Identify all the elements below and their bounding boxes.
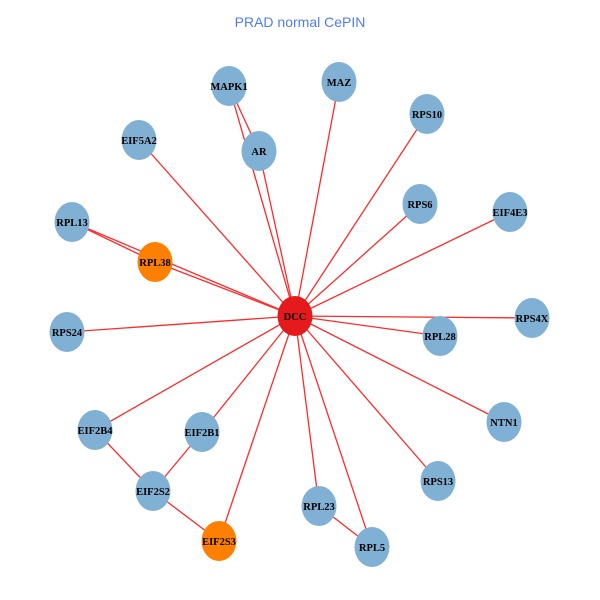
- node-circle: [492, 192, 528, 232]
- node-rps13[interactable]: RPS13: [420, 461, 456, 501]
- node-circle: [301, 486, 337, 526]
- node-circle: [137, 242, 173, 282]
- node-label: RPL38: [139, 258, 171, 269]
- node-rps4x[interactable]: RPS4X: [514, 298, 550, 338]
- node-circle: [486, 402, 522, 442]
- node-rps6[interactable]: RPS6: [402, 184, 438, 224]
- node-label: MAPK1: [210, 82, 247, 93]
- node-dcc[interactable]: DCC: [277, 296, 313, 336]
- node-label: RPL13: [56, 218, 88, 229]
- node-rpl38[interactable]: RPL38: [137, 242, 173, 282]
- node-circle: [402, 184, 438, 224]
- node-circle: [49, 312, 85, 352]
- edge-dcc-rps10: [294, 113, 428, 317]
- node-label: EIF2S2: [136, 487, 170, 498]
- plot-title: PRAD normal CePIN: [234, 14, 366, 30]
- node-label: RPS4X: [516, 314, 549, 325]
- node-ntn1[interactable]: NTN1: [486, 402, 522, 442]
- edge-rpl38-dcc: [154, 261, 296, 317]
- node-eif2s2[interactable]: EIF2S2: [135, 471, 171, 511]
- edge-dcc-eif2b1: [201, 315, 296, 433]
- node-label: EIF2B4: [77, 426, 113, 437]
- edge-dcc-eif2b4: [94, 315, 296, 431]
- node-label: RPS6: [407, 200, 432, 211]
- edge-dcc-rps4x: [294, 315, 533, 319]
- edge-dcc-rps13: [294, 315, 439, 482]
- node-rpl23[interactable]: RPL23: [301, 486, 337, 526]
- edge-dcc-rpl23: [294, 315, 320, 507]
- node-circle: [211, 66, 247, 106]
- node-circle: [184, 412, 220, 452]
- edge-dcc-mapk1: [228, 85, 296, 317]
- node-label: RPL23: [303, 502, 335, 513]
- edge-dcc-rps6: [294, 203, 421, 317]
- node-circle: [121, 120, 157, 160]
- node-label: MAZ: [327, 78, 352, 89]
- node-eif4e3[interactable]: EIF4E3: [492, 192, 528, 232]
- node-eif2b1[interactable]: EIF2B1: [184, 412, 220, 452]
- edge-dcc-eif4e3: [294, 211, 511, 317]
- edge-rpl13-dcc: [71, 221, 296, 317]
- node-circle: [241, 131, 277, 171]
- edge-dcc-rpl5: [294, 315, 373, 548]
- node-label: EIF5A2: [121, 136, 157, 147]
- node-maz[interactable]: MAZ: [321, 62, 357, 102]
- edge-ar-dcc: [258, 150, 296, 317]
- node-label: EIF2S3: [202, 537, 236, 548]
- edge-dcc-maz: [294, 81, 340, 317]
- node-eif2s3[interactable]: EIF2S3: [201, 521, 237, 561]
- node-circle: [420, 461, 456, 501]
- node-label: RPS10: [412, 110, 442, 121]
- node-label: EIF2B1: [184, 428, 219, 439]
- node-label: NTN1: [490, 418, 517, 429]
- node-circle: [201, 521, 237, 561]
- node-circle: [54, 202, 90, 242]
- edge-dcc-eif5a2: [138, 139, 296, 317]
- node-ar[interactable]: AR: [241, 131, 277, 171]
- node-label: RPL5: [359, 543, 385, 554]
- node-circle: [277, 296, 313, 336]
- node-circle: [409, 94, 445, 134]
- node-label: EIF4E3: [492, 208, 527, 219]
- node-label: RPL28: [424, 332, 456, 343]
- edge-dcc-rpl28: [294, 315, 441, 337]
- node-rpl5[interactable]: RPL5: [354, 527, 390, 567]
- node-circle: [422, 316, 458, 356]
- node-circle: [321, 62, 357, 102]
- node-label: RPS24: [52, 328, 83, 339]
- node-label: RPS13: [423, 477, 453, 488]
- node-rpl13[interactable]: RPL13: [54, 202, 90, 242]
- node-rps24[interactable]: RPS24: [49, 312, 85, 352]
- node-label: DCC: [284, 312, 307, 323]
- edge-dcc-eif2s3: [218, 315, 296, 542]
- node-eif5a2[interactable]: EIF5A2: [121, 120, 157, 160]
- node-rps10[interactable]: RPS10: [409, 94, 445, 134]
- node-eif2b4[interactable]: EIF2B4: [77, 410, 113, 450]
- node-circle: [77, 410, 113, 450]
- node-circle: [135, 471, 171, 511]
- node-circle: [354, 527, 390, 567]
- edge-dcc-ntn1: [294, 315, 505, 423]
- node-circle: [514, 298, 550, 338]
- node-rpl28[interactable]: RPL28: [422, 316, 458, 356]
- node-mapk1[interactable]: MAPK1: [210, 66, 248, 106]
- node-label: AR: [251, 147, 267, 158]
- edge-dcc-rps24: [66, 315, 296, 333]
